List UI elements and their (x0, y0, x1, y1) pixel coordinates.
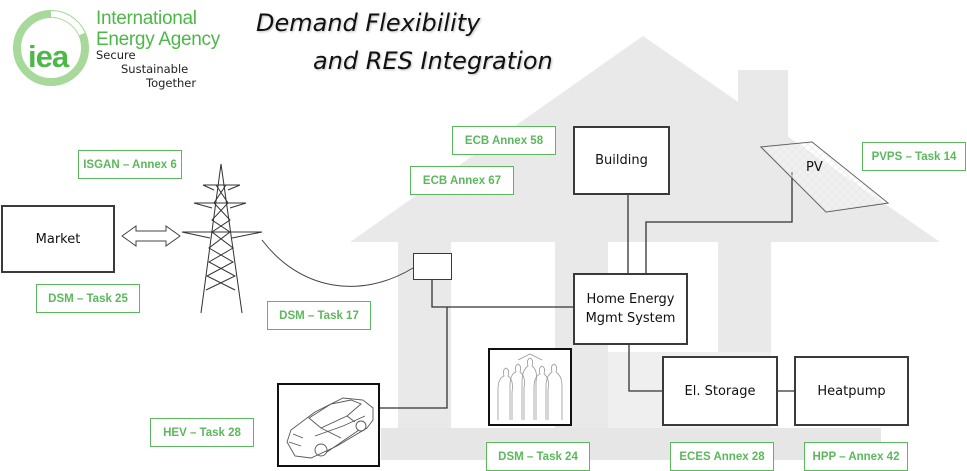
car-icon (286, 397, 373, 459)
iea-logo-tagline3: Together (146, 76, 197, 90)
iea-logo: iea International Energy Agency Secure S… (10, 8, 240, 90)
tag-dsm-task-25[interactable]: DSM – Task 25 (36, 284, 140, 313)
iea-logo-name-line1: International (96, 8, 197, 29)
house-floor-slab (381, 428, 881, 460)
house-chimney (738, 70, 788, 190)
iea-logo-acronym: iea (28, 39, 69, 74)
consumers-node[interactable] (488, 348, 572, 426)
tag-pvps-task-14[interactable]: PVPS – Task 14 (862, 142, 966, 171)
heatpump-node[interactable]: Heatpump (794, 356, 909, 426)
heatpump-label: Heatpump (817, 383, 886, 399)
hems-label-line2: Mgmt System (585, 311, 676, 326)
electric-storage-label: El. Storage (684, 383, 756, 399)
tag-ecb-annex-67[interactable]: ECB Annex 67 (410, 166, 514, 195)
page-title-line1: Demand Flexibility (256, 9, 481, 37)
people-silhouettes-icon (497, 353, 563, 420)
tag-hpp-annex-42[interactable]: HPP – Annex 42 (804, 442, 908, 471)
building-node[interactable]: Building (573, 126, 670, 195)
double-arrow-icon (121, 225, 181, 247)
pv-panel-icon (759, 141, 890, 213)
pylon-icon (181, 163, 263, 314)
tag-hev-task-28[interactable]: HEV – Task 28 (150, 418, 254, 447)
tag-eces-annex-28[interactable]: ECES Annex 28 (670, 442, 774, 471)
hems-label-line1: Home Energy (586, 292, 675, 307)
smart-meter-node[interactable] (413, 253, 452, 280)
connection-lines (379, 172, 794, 409)
market-node[interactable]: Market (1, 205, 115, 273)
iea-logo-ring-icon (13, 10, 89, 86)
page-title-line2: and RES Integration (313, 47, 553, 75)
iea-logo-tagline2: Sustainable (121, 62, 189, 76)
pv-label: PV (806, 160, 823, 175)
tag-dsm-task-24[interactable]: DSM – Task 24 (486, 442, 590, 471)
home-energy-mgmt-system-node[interactable]: Home Energy Mgmt System (573, 273, 688, 345)
tag-ecb-annex-58[interactable]: ECB Annex 58 (452, 126, 556, 155)
market-label: Market (35, 231, 81, 247)
iea-logo-tagline: Secure Sustainable Together (96, 48, 196, 90)
iea-logo-name-line2: Energy Agency (96, 29, 220, 50)
electric-vehicle-node[interactable] (277, 383, 380, 467)
power-line (261, 239, 414, 287)
iea-logo-name: International Energy Agency (96, 8, 220, 50)
tag-isgan-annex-6[interactable]: ISGAN – Annex 6 (78, 150, 182, 179)
electric-storage-node[interactable]: El. Storage (662, 356, 778, 426)
iea-logo-tagline1: Secure (96, 48, 136, 62)
building-label: Building (595, 153, 648, 168)
tag-dsm-task-17[interactable]: DSM – Task 17 (267, 301, 371, 330)
